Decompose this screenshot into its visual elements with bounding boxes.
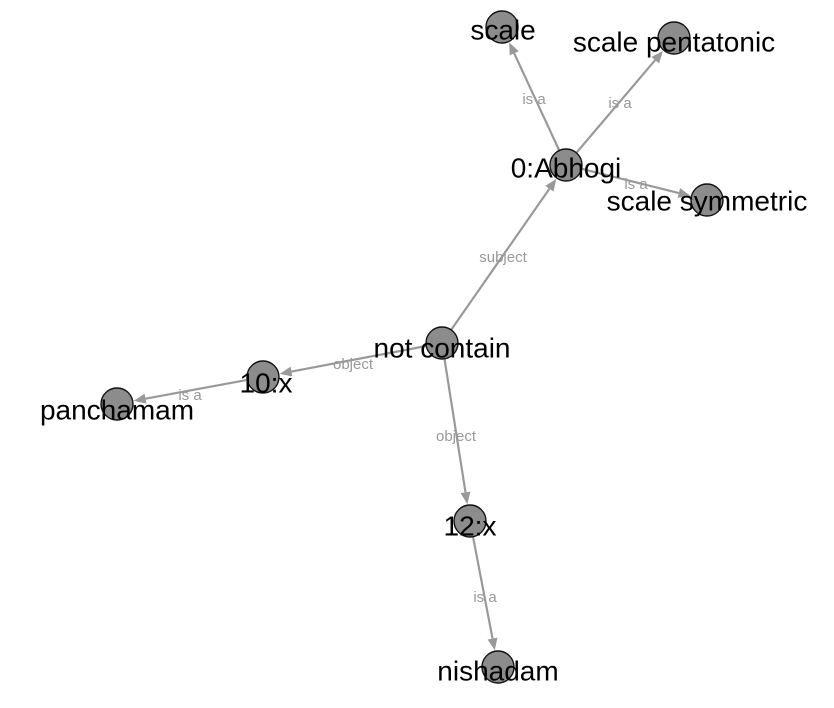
node-circle[interactable] [246,360,280,394]
node-x12[interactable]: 12:x [444,504,497,541]
edge-notcontain-x10: object [279,344,427,377]
node-circle[interactable] [485,10,519,44]
edge-label: object [436,428,477,445]
edges-layer: is a is a is a subject object object is a is a [133,42,691,651]
edge-abhogi-symmetric: is a [581,167,691,198]
node-label: nishadam [437,655,558,686]
node-circle[interactable] [100,387,134,421]
edge-abhogi-pentatonic: is a [575,50,663,154]
node-label: 0:Abhogi [511,152,622,183]
node-panchamam[interactable]: panchamam [40,387,194,425]
edge-label: is a [473,589,497,606]
node-circle[interactable] [657,21,691,55]
node-label: 10:x [240,367,293,398]
arrowhead [651,50,663,64]
node-circle[interactable] [481,650,515,684]
node-label: panchamam [40,394,194,425]
arrowhead [487,637,498,651]
node-label: scale symmetric [607,185,808,216]
node-circle[interactable] [549,148,583,182]
edge-line [443,358,467,493]
edge-line [450,188,551,331]
edge-label: is a [522,91,546,108]
edge-x12-nishadam: is a [471,536,498,651]
arrowhead [509,42,519,56]
edge-label: subject [479,249,527,266]
edge-line [291,344,427,373]
node-circle[interactable] [690,183,724,217]
node-circle[interactable] [425,326,459,360]
edge-label: is a [178,387,202,404]
nodes-layer: 0:Abhogi scale scale pentatonic scale symme… [40,10,808,686]
node-nishadam[interactable]: nishadam [437,650,559,686]
edge-abhogi-scale: is a [509,42,561,151]
edge-line [471,536,494,639]
edge-notcontain-x12: object [436,358,477,505]
node-pentatonic[interactable]: scale pentatonic [573,21,775,57]
edge-line [145,378,248,400]
node-scale[interactable]: scale [470,10,536,45]
node-notcontain[interactable]: not contain [374,326,511,363]
edge-label: object [333,356,374,373]
edge-x10-panchamam: is a [133,378,248,404]
arrowhead [133,393,147,404]
node-symmetric[interactable]: scale symmetric [607,183,808,217]
arrowhead [279,366,293,377]
edge-line [575,59,657,154]
node-label: not contain [374,332,511,363]
node-label: 12:x [444,510,497,541]
arrowhead [677,188,691,198]
arrowhead [460,491,471,505]
arrowhead [545,178,557,192]
node-label: scale [470,14,535,45]
edge-line [581,167,680,195]
node-x10[interactable]: 10:x [240,360,293,398]
edge-label: is a [608,95,632,112]
node-label: scale pentatonic [573,26,775,57]
node-abhogi[interactable]: 0:Abhogi [511,148,622,183]
node-circle[interactable] [453,504,487,538]
edge-notcontain-abhogi: subject [450,178,557,331]
edge-label: is a [624,176,648,193]
edge-line [513,52,561,151]
